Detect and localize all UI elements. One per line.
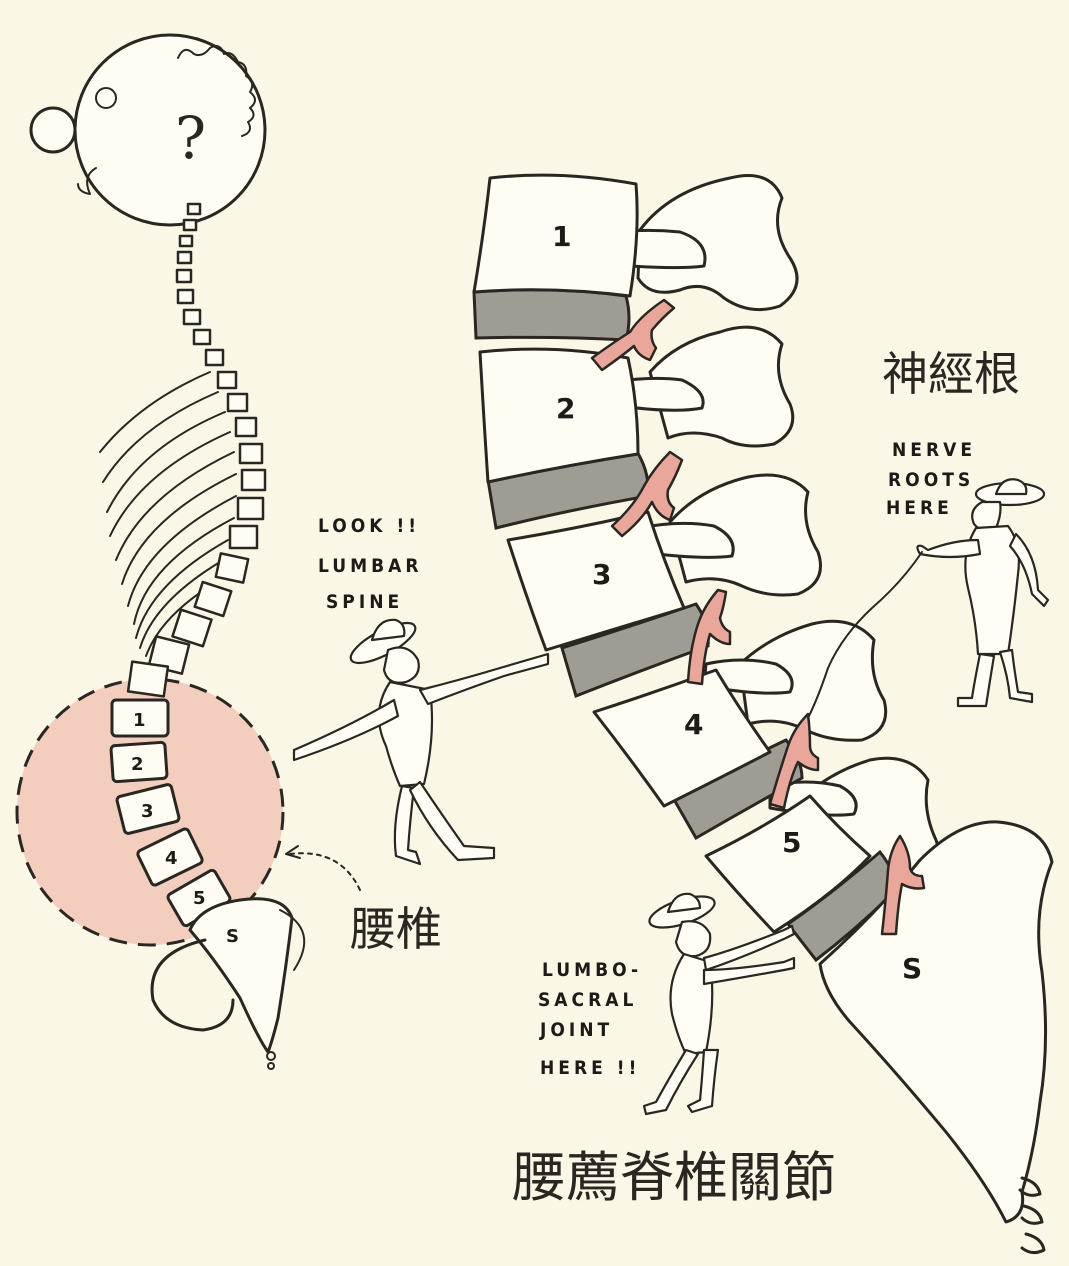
roots-text: ROOTS [888, 469, 974, 491]
small-sacrum-label: S [226, 926, 239, 947]
sacral-text: SACRAL [538, 989, 637, 1011]
head-icon: ? [31, 35, 265, 225]
small-vertebra-2-number: 2 [131, 754, 144, 775]
small-vertebra-3-number: 3 [141, 801, 154, 822]
here-text: HERE [886, 497, 953, 519]
lumbar-spine-detail: 1 2 3 4 5 S [474, 175, 1052, 1252]
lumbar-text: LUMBAR [318, 555, 423, 577]
vertebra-4-number: 4 [684, 708, 703, 741]
cervical-thoracic-vertebrae [128, 204, 265, 696]
vertebra-5-number: 5 [782, 826, 801, 859]
nerve-root-chinese-label: 神經根 [882, 347, 1020, 401]
nerve-roots-caption: NERVE ROOTS HERE [886, 439, 976, 519]
lumbar-spine-chinese-label: 腰椎 [350, 902, 442, 956]
joint-text: JOINT [539, 1019, 613, 1041]
small-vertebra-4-number: 4 [165, 848, 178, 869]
small-vertebra-1-number: 1 [133, 710, 146, 731]
vertebra-3-number: 3 [592, 558, 611, 591]
vertebra-1-number: 1 [552, 220, 571, 253]
lumbosacral-caption: LUMBO- SACRAL JOINT HERE !! [538, 959, 642, 1079]
here2-text: HERE !! [540, 1057, 640, 1079]
look-lumbar-caption: LOOK !! LUMBAR SPINE [318, 515, 423, 613]
look-text: LOOK !! [318, 515, 420, 537]
sacrum-number: S [902, 952, 922, 985]
vertebra-2-number: 2 [556, 392, 575, 425]
nerve-text: NERVE [892, 439, 976, 461]
question-mark-text: ? [175, 104, 206, 172]
spine-text: SPINE [326, 591, 403, 613]
lumbo-text: LUMBO- [542, 959, 642, 981]
pointing-figure-1-icon [294, 616, 548, 864]
whole-spine-figure: ? [17, 35, 304, 1069]
small-vertebra-5-number: 5 [193, 888, 206, 909]
lumbosacral-chinese-label: 腰薦脊椎關節 [512, 1146, 836, 1209]
